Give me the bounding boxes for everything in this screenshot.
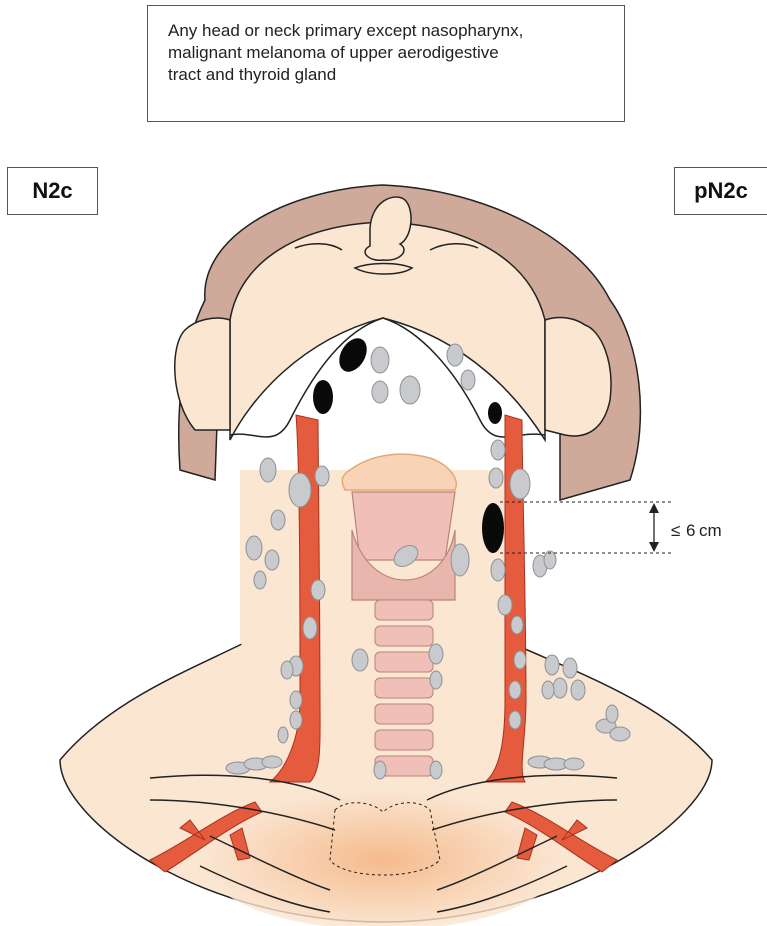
lymph-node xyxy=(510,469,530,499)
lymph-node xyxy=(271,510,285,530)
lymph-node xyxy=(372,381,388,403)
lymph-node xyxy=(571,680,585,700)
lymph-node xyxy=(498,595,512,615)
lymph-node xyxy=(563,658,577,678)
lymph-node xyxy=(278,727,288,743)
lymph-node-involved xyxy=(334,333,373,376)
lymph-node xyxy=(265,550,279,570)
lymph-node xyxy=(542,681,554,699)
lymph-node xyxy=(315,466,329,486)
lymph-node xyxy=(281,661,293,679)
lymph-node xyxy=(461,370,475,390)
measure-symbol: ≤ xyxy=(671,521,680,540)
lymph-node xyxy=(564,758,584,770)
lymph-node-involved xyxy=(488,402,502,424)
lymph-node xyxy=(254,571,266,589)
lymph-node xyxy=(400,376,420,404)
lymph-node xyxy=(311,580,325,600)
lymph-node xyxy=(491,440,505,460)
lymph-node xyxy=(290,691,302,709)
lymph-node-involved xyxy=(482,503,504,553)
lymph-node xyxy=(509,681,521,699)
lymph-node xyxy=(610,727,630,741)
hyoid xyxy=(342,454,456,490)
lymph-node xyxy=(430,761,442,779)
lymph-node xyxy=(290,711,302,729)
lymph-node xyxy=(374,761,386,779)
lymph-node xyxy=(451,544,469,576)
lymph-node xyxy=(289,473,311,507)
lymph-node xyxy=(491,559,505,581)
lymph-node-involved xyxy=(313,380,333,414)
lymph-node xyxy=(606,705,618,723)
lymph-node xyxy=(429,644,443,664)
lymph-node xyxy=(352,649,368,671)
measure-arrow-head-bottom xyxy=(649,542,659,552)
measure-arrow-head-top xyxy=(649,503,659,513)
lymph-node xyxy=(489,468,503,488)
measure-unit: cm xyxy=(699,521,722,540)
lymph-node xyxy=(371,347,389,373)
lymph-node xyxy=(262,756,282,768)
lymph-node xyxy=(553,678,567,698)
lymph-node xyxy=(514,651,526,669)
trachea xyxy=(375,600,433,776)
lymph-node xyxy=(303,617,317,639)
lymph-node xyxy=(430,671,442,689)
lymph-node xyxy=(447,344,463,366)
lymph-node xyxy=(246,536,262,560)
lymph-node xyxy=(511,616,523,634)
lymph-node xyxy=(260,458,276,482)
lymph-node xyxy=(544,551,556,569)
measure-value: 6 xyxy=(686,521,695,540)
lymph-node xyxy=(545,655,559,675)
lymph-node xyxy=(509,711,521,729)
size-measurement: ≤ 6 cm xyxy=(500,502,722,553)
